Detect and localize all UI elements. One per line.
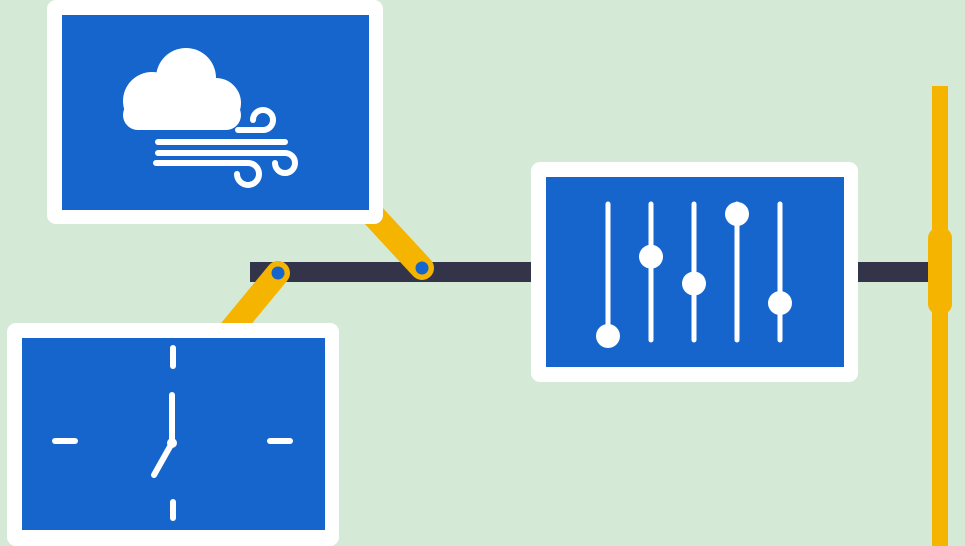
pole-clamp (928, 228, 952, 314)
slider-knob-1 (596, 324, 620, 348)
clock-arm-joint (266, 261, 290, 285)
vertical-pole (932, 86, 948, 546)
clock-hour-hand (151, 440, 175, 478)
slider-knob-2 (639, 244, 663, 269)
slider-knob-3 (682, 271, 706, 296)
weather-panel (47, 0, 383, 224)
clock-panel (7, 323, 339, 546)
clock-center (167, 438, 177, 448)
clock-icon (52, 345, 293, 521)
sliders-icon (596, 201, 792, 348)
slider-knob-5 (768, 291, 792, 316)
equalizer-panel (531, 162, 858, 382)
weather-arm-joint (410, 256, 434, 280)
slider-knob-4 (725, 202, 749, 226)
weather-arm (360, 202, 434, 280)
cloud-wind-icon (123, 48, 298, 188)
